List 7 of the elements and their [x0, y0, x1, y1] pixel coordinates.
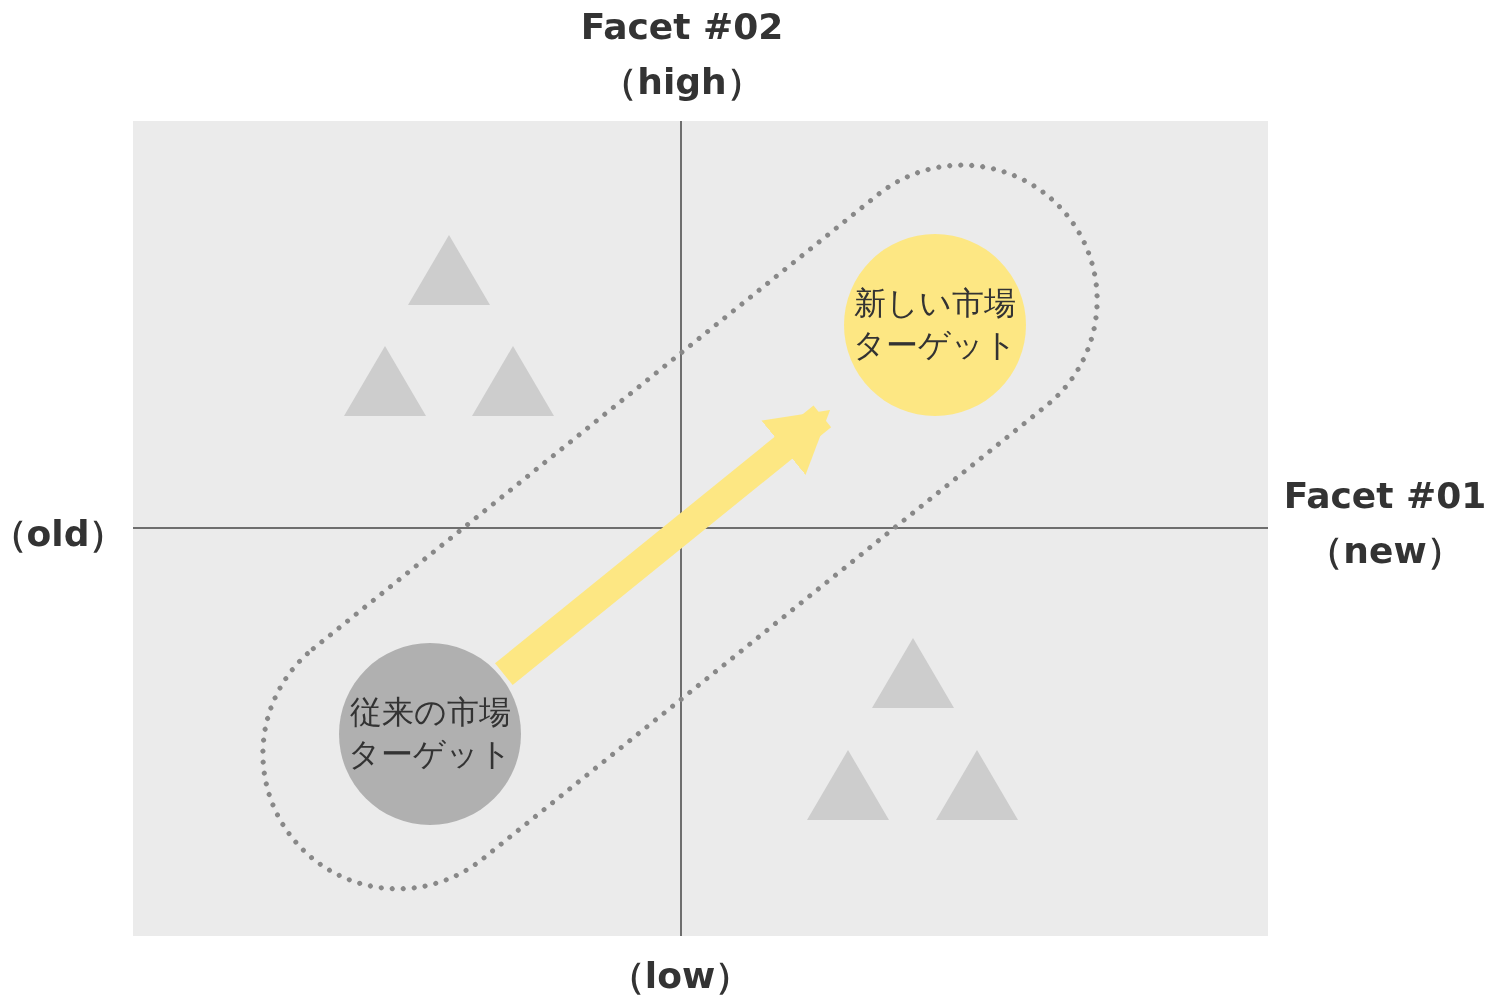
arrow: [495, 405, 832, 686]
axis-label: （low）: [608, 954, 752, 995]
axis-label: （new）: [1307, 529, 1463, 573]
axis-label: （high）: [601, 60, 763, 104]
axis-label: （old）: [0, 512, 126, 556]
axis-label: Facet #01: [1283, 475, 1487, 516]
axis-label: Facet #02: [580, 6, 784, 47]
